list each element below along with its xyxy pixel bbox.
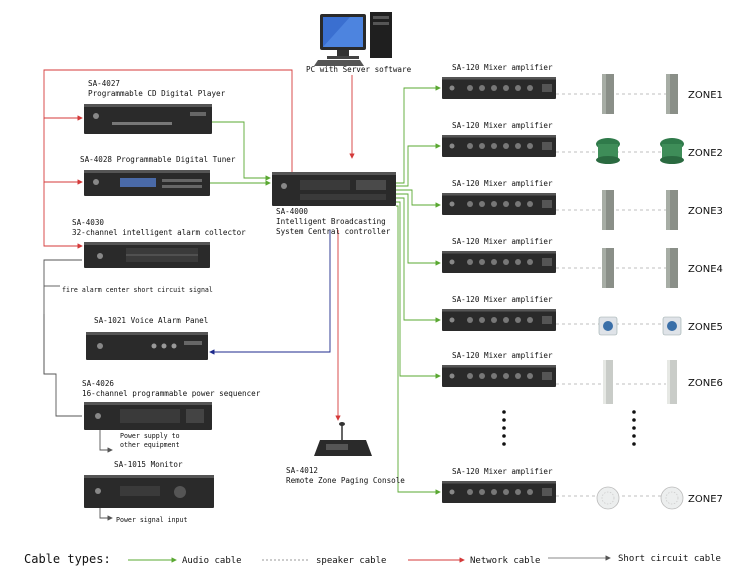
speaker-column-4-b	[666, 248, 678, 288]
power-input-note: Power signal input	[116, 516, 187, 524]
power-note-1: Power supply to	[120, 432, 180, 440]
sa4000-model: SA-4000	[276, 207, 308, 216]
zone-label: ZONE6	[688, 378, 723, 389]
pc-workstation	[314, 12, 392, 66]
sa4030-model: SA-4030	[72, 218, 104, 227]
sa4030-desc: 32-channel intelligent alarm collector	[72, 228, 246, 237]
amplifier-unit	[442, 135, 556, 157]
speaker-ceiling-7-a	[596, 486, 620, 510]
speaker-column-4-a	[602, 248, 614, 288]
sa4027-unit	[84, 104, 212, 134]
amplifier-label: SA-120 Mixer amplifier	[452, 63, 553, 72]
legend-title: Cable types:	[24, 552, 111, 566]
speaker-tall-column-6-b	[667, 360, 677, 404]
sa1021-label: SA-1021 Voice Alarm Panel	[94, 316, 208, 325]
legend-audio: Audio cable	[182, 556, 242, 566]
pc-label: PC with Server software	[306, 65, 412, 74]
amplifier-label: SA-120 Mixer amplifier	[452, 179, 553, 188]
sa4000-line1: Intelligent Broadcasting	[276, 217, 386, 226]
speaker-garden-2-a	[596, 138, 620, 164]
legend-network: Network cable	[470, 556, 540, 566]
sa1015-unit	[84, 475, 214, 508]
amplifier-unit	[442, 481, 556, 503]
speaker-column-1-a	[602, 74, 614, 114]
sa4027-model: SA-4027	[88, 79, 120, 88]
sa4028-label: SA-4028 Programmable Digital Tuner	[80, 155, 236, 164]
sa4026-model: SA-4026	[82, 379, 114, 388]
short-circuit-cables	[43, 259, 113, 521]
network-cables	[43, 69, 355, 421]
legend-speaker: speaker cable	[316, 556, 386, 566]
amplifier-label: SA-120 Mixer amplifier	[452, 467, 553, 476]
sa1015-label: SA-1015 Monitor	[114, 460, 183, 469]
cable-legend: Cable types: Audio cable speaker cable N…	[24, 552, 721, 566]
legend-short-circuit: Short circuit cable	[618, 554, 721, 564]
amplifier-unit	[442, 251, 556, 273]
control-cables	[209, 230, 331, 355]
speaker-tall-column-6-a	[603, 360, 613, 404]
sa4000-unit	[272, 172, 396, 206]
sa4028-unit	[84, 170, 210, 196]
amplifier-unit	[442, 193, 556, 215]
amplifier-label: SA-120 Mixer amplifier	[452, 295, 553, 304]
zone-label: ZONE4	[688, 264, 723, 275]
speaker-column-1-b	[666, 74, 678, 114]
sa4027-desc: Programmable CD Digital Player	[88, 89, 226, 98]
sa4012-unit	[314, 422, 372, 456]
sa1021-unit	[86, 332, 208, 360]
amplifier-label: SA-120 Mixer amplifier	[452, 237, 553, 246]
amplifier-unit	[442, 309, 556, 331]
zone-label: ZONE2	[688, 148, 723, 159]
speaker-garden-2-b	[660, 138, 684, 164]
amplifier-label: SA-120 Mixer amplifier	[452, 121, 553, 130]
more-zones-ellipsis	[502, 410, 636, 446]
speaker-wall-5-b	[662, 316, 682, 336]
amplifier-unit	[442, 365, 556, 387]
zone-label: ZONE5	[688, 322, 723, 333]
sa4012-model: SA-4012	[286, 466, 318, 475]
audio-cables	[210, 85, 441, 495]
zone-label: ZONE1	[688, 90, 723, 101]
speaker-column-3-a	[602, 190, 614, 230]
amplifier-label: SA-120 Mixer amplifier	[452, 351, 553, 360]
speaker-ceiling-7-b	[660, 486, 684, 510]
sa4026-unit	[84, 402, 212, 430]
amplifier-unit	[442, 77, 556, 99]
sa4000-line2: System Central controller	[276, 227, 391, 236]
speaker-column-3-b	[666, 190, 678, 230]
speaker-wall-5-a	[598, 316, 618, 336]
zone-label: ZONE7	[688, 494, 723, 505]
sa4026-desc: 16-channel programmable power sequencer	[82, 389, 261, 398]
sa4012-desc: Remote Zone Paging Console	[286, 476, 405, 485]
power-note-2: other equipment	[120, 441, 180, 449]
zone-label: ZONE3	[688, 206, 723, 217]
sa4030-unit	[84, 242, 210, 268]
fire-alarm-note: fire alarm center short circuit signal	[62, 286, 213, 294]
